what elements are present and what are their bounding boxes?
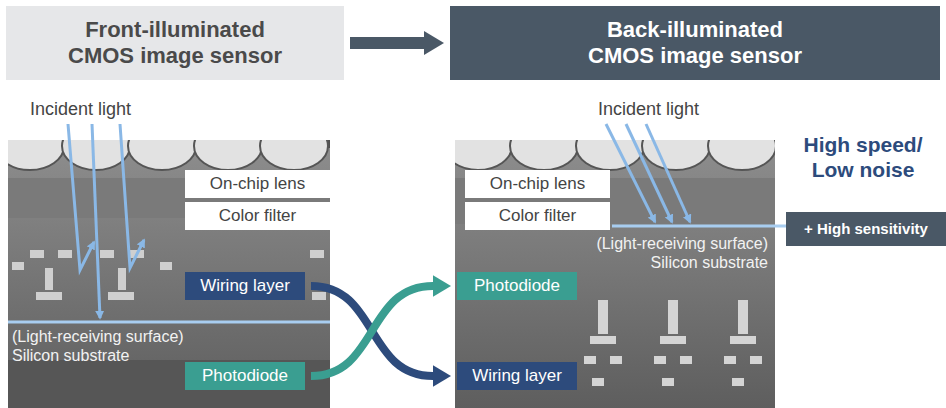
- box-text: On-chip lens: [210, 174, 305, 194]
- connector-line: [311, 286, 433, 376]
- box-text: On-chip lens: [490, 174, 585, 194]
- wiring-layer-box: Wiring layer: [457, 362, 577, 390]
- arrowhead: [433, 365, 451, 387]
- connector-arrow: [311, 286, 451, 387]
- light-receiving-line: [8, 321, 330, 324]
- header-box: Back-illuminated CMOS image sensor: [450, 6, 940, 80]
- light-label: Incident light: [30, 99, 131, 121]
- front-micrograph: [8, 140, 330, 408]
- light-rays: [68, 124, 690, 318]
- benefit-label-holder: High speed/ Low noise: [788, 132, 938, 182]
- box-text: Photodiode: [202, 366, 288, 386]
- light-label: Incident light: [598, 99, 699, 121]
- light-label-holder: Incident light: [598, 99, 798, 121]
- surface-label: (Light-receiving surface) Silicon substr…: [560, 234, 768, 272]
- benefit-box: + High sensitivity: [786, 212, 946, 246]
- photodiode-box: Photodiode: [457, 272, 577, 300]
- connector-arrow: [311, 275, 451, 376]
- surface-label-holder: (Light-receiving surface) Silicon substr…: [12, 327, 212, 365]
- box-text: + High sensitivity: [804, 220, 928, 238]
- box-text: Front-illuminated CMOS image sensor: [60, 17, 290, 70]
- arrowhead: [424, 31, 444, 55]
- box-text: Back-illuminated CMOS image sensor: [580, 17, 810, 70]
- arrowhead: [433, 275, 451, 297]
- surface-label-holder: (Light-receiving surface) Silicon substr…: [560, 234, 768, 272]
- connector-arrow: [350, 31, 444, 55]
- connector-line: [350, 37, 424, 49]
- photodiode-box: Photodiode: [185, 362, 305, 390]
- header-box: Front-illuminated CMOS image sensor: [6, 6, 344, 80]
- wiring-layer-box: Wiring layer: [185, 272, 305, 300]
- surface-label: (Light-receiving surface) Silicon substr…: [12, 327, 212, 365]
- light-label-holder: Incident light: [30, 99, 230, 121]
- benefit-label: High speed/ Low noise: [788, 132, 938, 182]
- layer-label-box: On-chip lens: [185, 170, 330, 198]
- light-receiving-line: [612, 225, 786, 228]
- box-text: Color filter: [499, 206, 576, 226]
- box-text: Wiring layer: [472, 366, 562, 386]
- box-text: Wiring layer: [200, 276, 290, 296]
- layer-label-box: Color filter: [185, 202, 330, 230]
- layer-label-box: Color filter: [465, 202, 610, 230]
- box-text: Color filter: [219, 206, 296, 226]
- connector-line: [311, 286, 433, 376]
- layer-label-box: On-chip lens: [465, 170, 610, 198]
- back-micrograph: [455, 140, 775, 408]
- box-text: Photodiode: [474, 276, 560, 296]
